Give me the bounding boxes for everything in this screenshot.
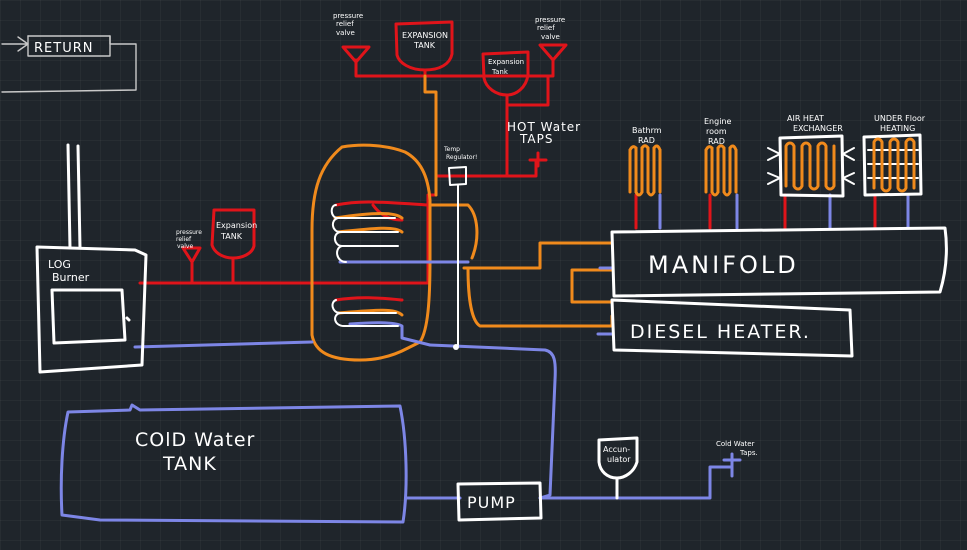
cold-pipes	[133, 193, 910, 500]
prv-top-left-label-3: valve	[336, 29, 355, 37]
cold-water-taps-label-1: Cold Water	[716, 440, 755, 448]
air-heat-exchanger-label-2: EXCHANGER	[793, 124, 843, 133]
accumulator: Accun- ulator	[597, 436, 639, 500]
prv-top-left-label-1: pressure	[333, 12, 363, 20]
bathroom-radiator: Bathrm RAD	[628, 126, 662, 197]
return-label: RETURN	[34, 41, 93, 56]
accumulator-label-2: ulator	[607, 455, 631, 464]
prv-left-label-1: pressure	[176, 229, 202, 236]
engine-room-rad-label-2: room	[706, 127, 727, 136]
pressure-relief-valve-left: pressure relief valve	[176, 229, 202, 264]
cold-water-tank: COlD Water TANK	[59, 403, 408, 524]
expansion-tank-small-label-1: Expansion	[488, 58, 524, 66]
underfloor-heating-label-1: UNDER Floor	[874, 114, 926, 123]
hot-water-taps-label-2: TAPS	[519, 132, 553, 146]
prv-top-right-label-1: pressure	[535, 16, 565, 24]
prv-left-label-3: valve	[177, 243, 193, 250]
engine-room-radiator: Engine room RAD	[704, 117, 738, 197]
air-heat-exchanger-label-1: AIR HEAT	[787, 114, 824, 123]
air-heat-exchanger: AIR HEAT EXCHANGER	[767, 114, 855, 198]
expansion-tank-left-label-1: Expansion	[216, 221, 257, 230]
prv-top-left-label-2: relief	[336, 20, 354, 28]
prv-left-label-2: relief	[176, 236, 192, 243]
hot-water-taps-label-1: HOT Water	[507, 120, 581, 134]
pump: PUMP	[456, 481, 543, 522]
cold-water-tank-label-1: COlD Water	[135, 429, 255, 451]
engine-room-rad-label-1: Engine	[704, 117, 731, 126]
hot-water-taps: HOT Water TAPS	[507, 120, 581, 146]
engine-room-rad-label-3: RAD	[708, 137, 725, 146]
pressure-relief-valve-top-left: pressure relief valve	[333, 12, 371, 64]
bathroom-rad-label-1: Bathrm	[632, 126, 662, 135]
underfloor-heating: UNDER Floor HEATING	[862, 114, 926, 197]
log-burner-label-1: LOG	[48, 258, 71, 271]
cold-water-tank-label-2: TANK	[162, 453, 217, 475]
bathroom-rad-label-2: RAD	[638, 136, 655, 145]
temp-regulator-sensor-dot	[453, 344, 459, 350]
expansion-tank-left-label-2: TANK	[220, 232, 243, 241]
temp-regulator-label-2: Regulator!	[446, 154, 477, 161]
diesel-heater: DIESEL HEATER.	[610, 298, 854, 358]
prv-top-right-label-3: valve	[541, 33, 560, 41]
expansion-tank-small-label-2: Tank	[491, 68, 509, 76]
temp-regulator: Temp Regulator!	[443, 146, 477, 350]
temp-regulator-label-1: Temp	[443, 146, 460, 153]
expansion-tank-left: Expansion TANK	[210, 208, 257, 260]
log-burner: LOG Burner	[35, 143, 148, 374]
heating-loop-pipes	[310, 74, 614, 362]
underfloor-heating-label-2: HEATING	[880, 124, 915, 133]
diesel-heater-label: DIESEL HEATER.	[630, 321, 811, 343]
pump-label: PUMP	[467, 493, 516, 512]
expansion-tank-top: EXPANSION TANK	[394, 20, 454, 72]
cold-water-taps-label-2: Taps.	[739, 449, 758, 457]
prv-top-right-label-2: relief	[537, 24, 555, 32]
hot-water-cylinder-coils	[330, 204, 399, 327]
cold-water-taps: Cold Water Taps.	[716, 440, 758, 457]
expansion-tank-top-label-2: TANK	[413, 41, 436, 50]
manifold-label: MANIFOLD	[648, 251, 799, 279]
log-burner-label-2: Burner	[52, 271, 90, 284]
accumulator-label-1: Accun-	[603, 445, 630, 454]
expansion-tank-top-label-1: EXPANSION	[402, 31, 448, 40]
pressure-relief-valve-top-right: pressure relief valve	[535, 16, 568, 62]
return-button[interactable]: RETURN	[1, 35, 137, 93]
expansion-tank-small: Expansion Tank	[481, 50, 530, 97]
manifold: MANIFOLD	[610, 226, 948, 298]
